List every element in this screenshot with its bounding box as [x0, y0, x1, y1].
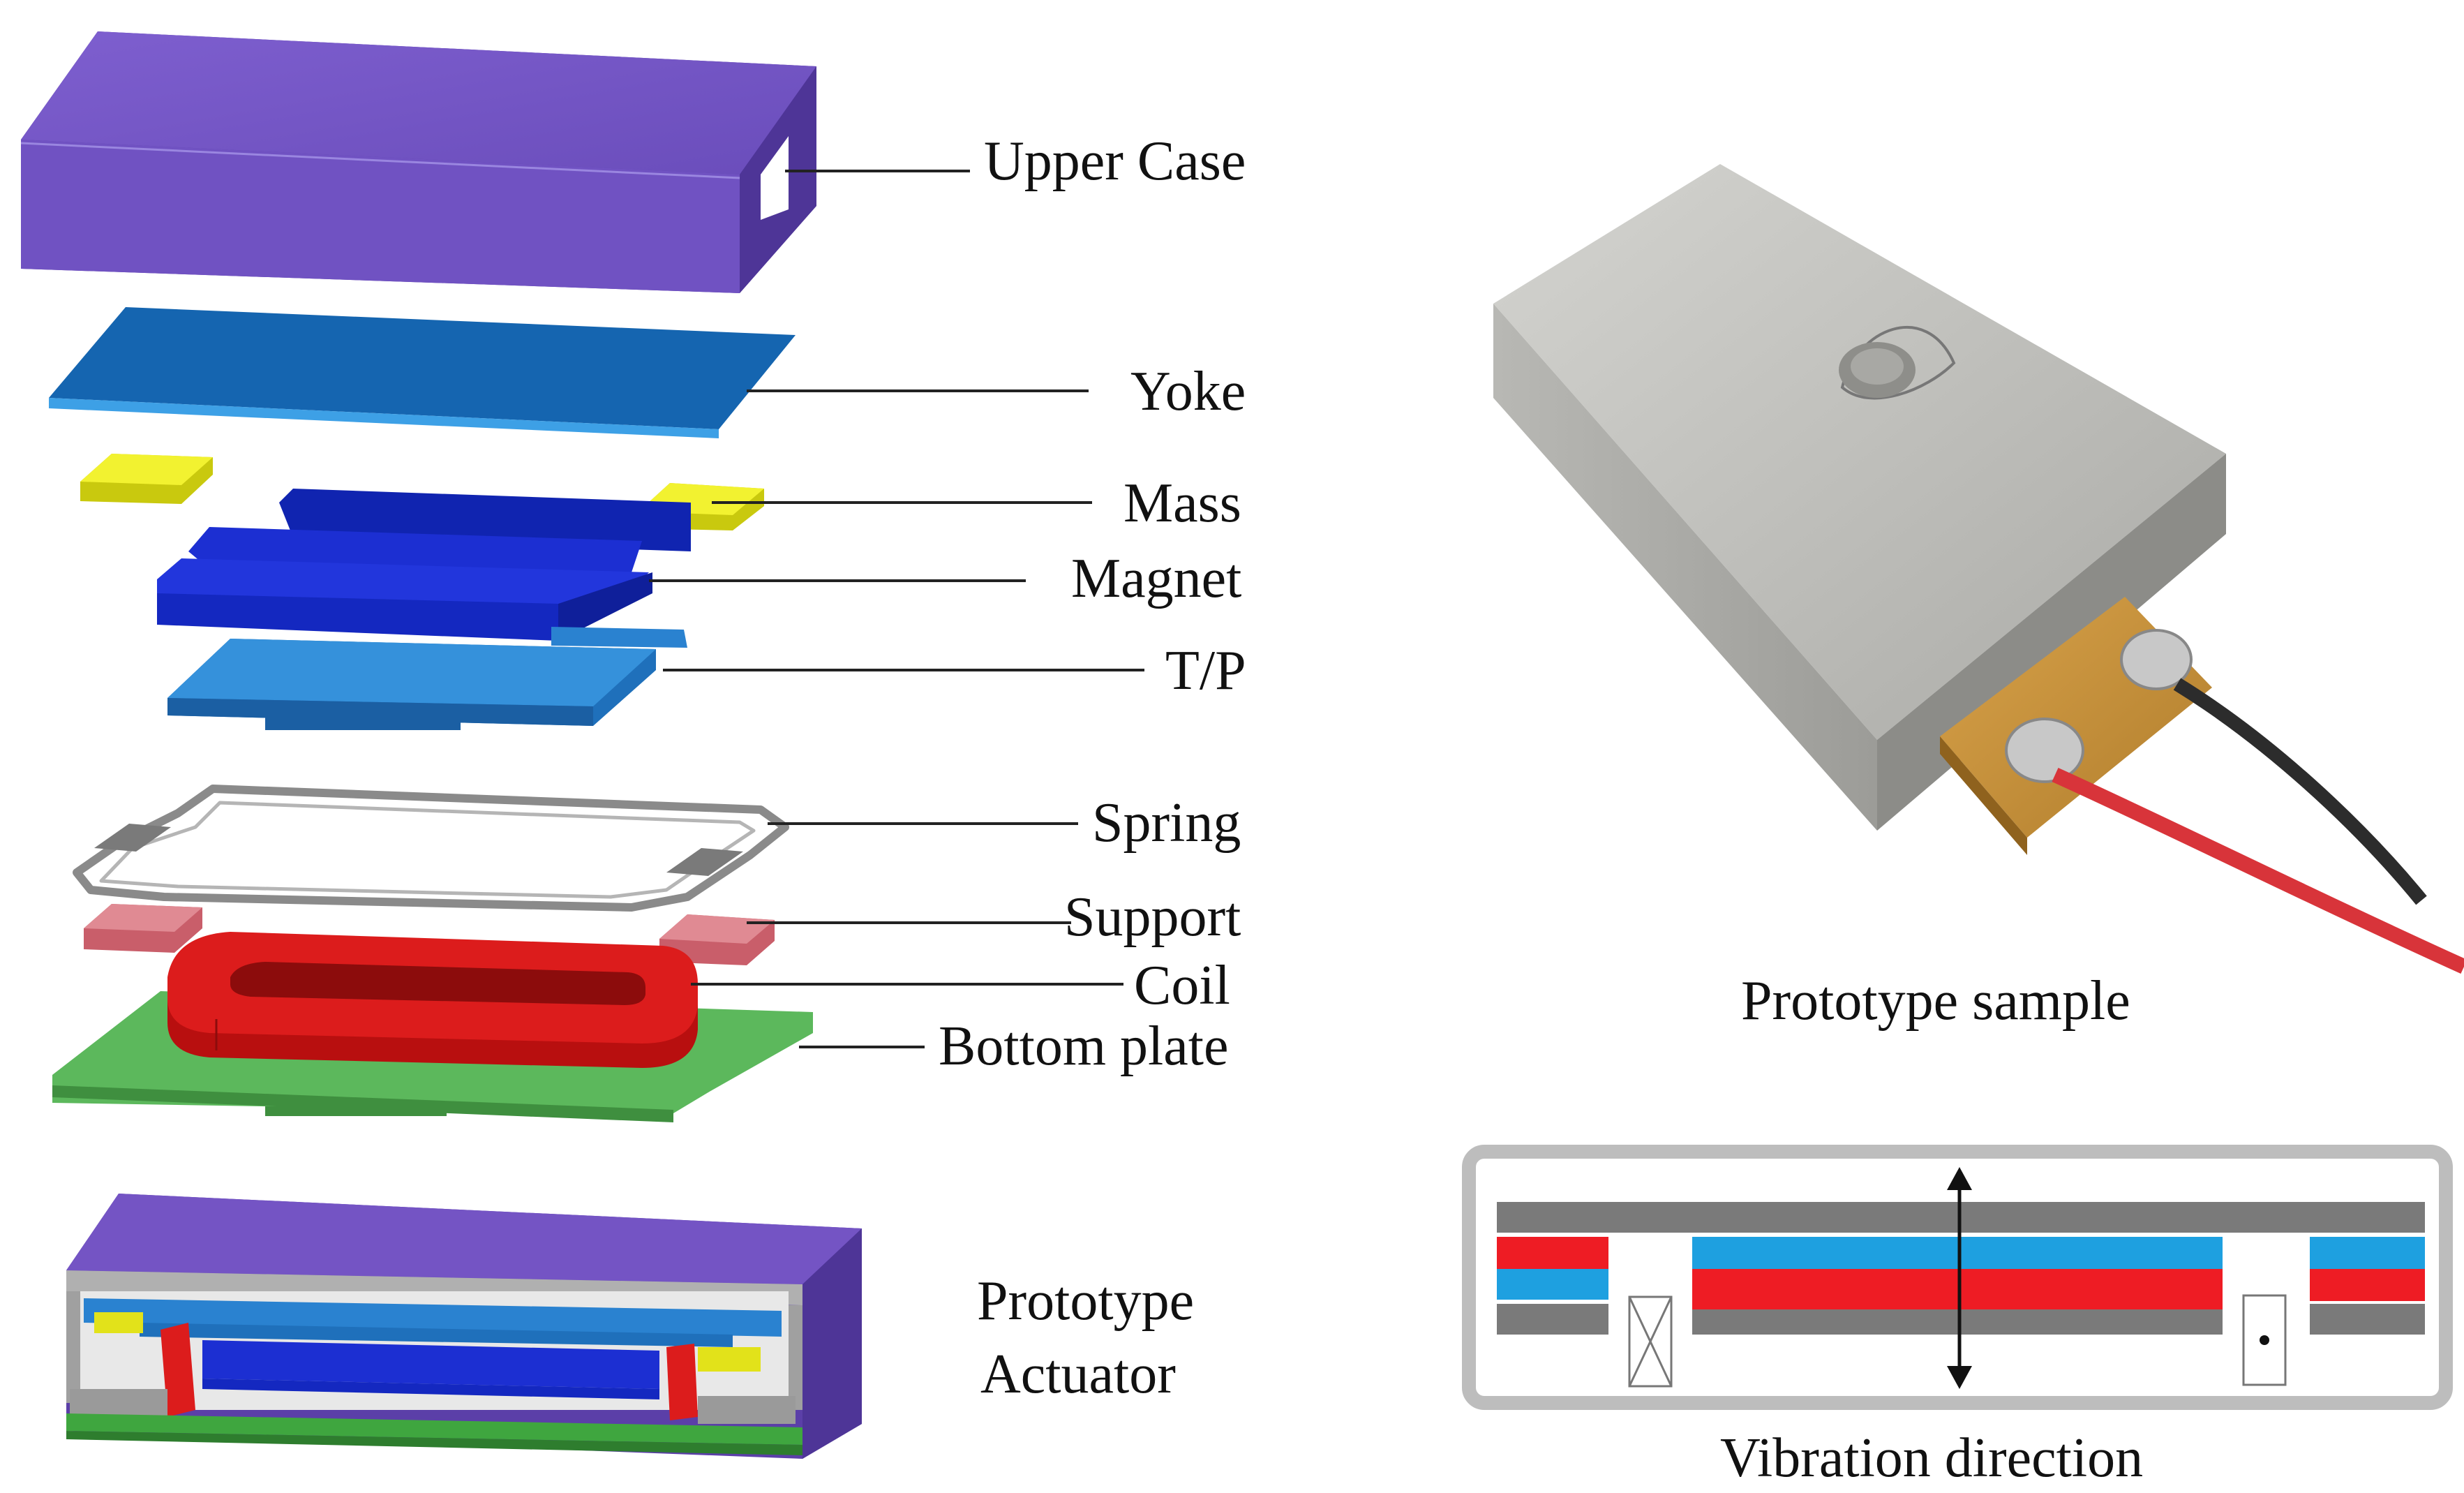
spring-pad [666, 848, 743, 876]
upper-case-part [20, 31, 816, 293]
spring-part [73, 785, 789, 912]
label-support: Support [1064, 886, 1241, 948]
magnet-part [157, 489, 691, 641]
leader-lines [649, 170, 1144, 1048]
support-part [84, 904, 775, 965]
label-coil: Coil [1134, 955, 1230, 1016]
coil-part [167, 932, 698, 1068]
caption-actuator: Actuator [980, 1344, 1176, 1405]
label-yoke: Yoke [1130, 361, 1246, 422]
label-spring: Spring [1092, 792, 1241, 854]
spring-pad [94, 824, 171, 852]
caption-vibration-direction: Vibration direction [1720, 1427, 2143, 1489]
prototype-photo [1493, 164, 2464, 974]
vibration-direction-arrow [1947, 1167, 1972, 1389]
yoke-part [49, 307, 796, 438]
label-upper-case: Upper Case [984, 131, 1246, 192]
caption-prototype: Prototype [977, 1270, 1194, 1332]
exploded-view: Upper Case Yoke Mass Magnet T/P Spring S… [20, 31, 1246, 1122]
vibration-schematic [1462, 1145, 2453, 1410]
label-bottom-plate: Bottom plate [939, 1016, 1229, 1077]
label-magnet: Magnet [1071, 548, 1241, 609]
coil-cross-section-x [1628, 1295, 1673, 1388]
label-tp: T/P [1165, 640, 1246, 701]
mass-part [80, 454, 764, 530]
caption-prototype-sample: Prototype sample [1741, 970, 2130, 1032]
tp-part [167, 627, 687, 730]
coil-cross-section-dot [2242, 1294, 2287, 1386]
assembled-actuator [66, 1194, 862, 1459]
label-mass: Mass [1123, 473, 1241, 534]
